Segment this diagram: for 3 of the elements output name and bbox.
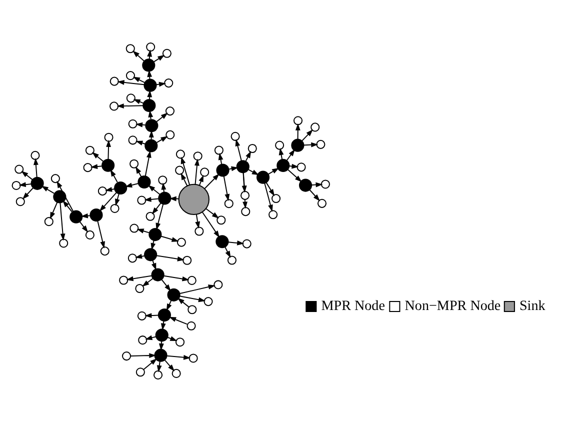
legend-label: Sink	[519, 298, 546, 314]
legend-label: MPR Node	[321, 298, 385, 314]
legend-label: Non−MPR Node	[404, 298, 501, 314]
